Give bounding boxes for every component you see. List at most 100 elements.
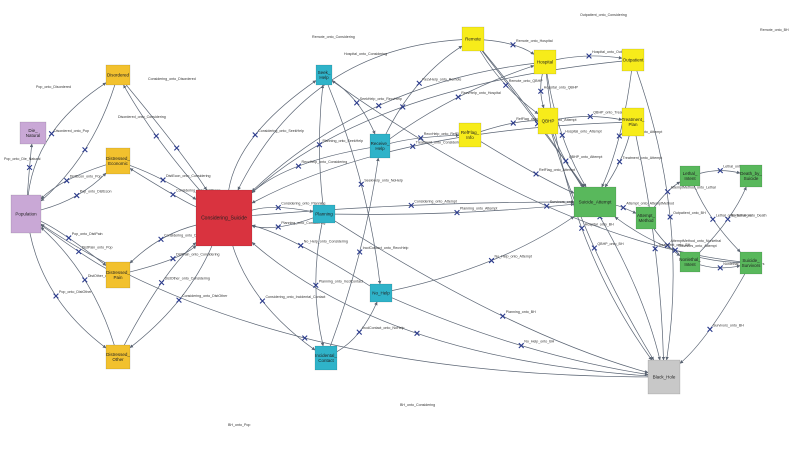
stock-black-hole[interactable]: Black_Hole: [647, 359, 681, 395]
valve-icon[interactable]: [543, 203, 550, 209]
valve-icon[interactable]: [616, 158, 623, 165]
valve-icon[interactable]: [409, 143, 416, 150]
flow-arrow-incdcontact-onto-recvhelp: [330, 157, 380, 347]
valve-icon[interactable]: [510, 120, 517, 126]
stock-planning[interactable]: Planning: [312, 204, 336, 224]
valve-icon[interactable]: [710, 216, 716, 223]
stock-lethal-intent[interactable]: Lethal_Intent: [679, 165, 701, 187]
valve-icon[interactable]: [510, 42, 516, 48]
valve-icon[interactable]: [275, 224, 282, 230]
stock-referral-info[interactable]: RefFlag_Info: [458, 122, 482, 148]
valve-icon[interactable]: [316, 141, 323, 148]
valve-icon[interactable]: [488, 257, 495, 264]
valve-icon[interactable]: [707, 326, 713, 333]
valve-icon[interactable]: [416, 80, 423, 87]
valve-icon[interactable]: [295, 163, 302, 169]
stock-nonlethal-intent[interactable]: Nonlethal_Intent: [679, 251, 701, 273]
stock-no-help[interactable]: No_Help: [369, 283, 393, 303]
valve-icon[interactable]: [301, 335, 308, 341]
valve-icon[interactable]: [353, 100, 360, 106]
valve-icon[interactable]: [664, 242, 671, 248]
valve-icon[interactable]: [82, 277, 88, 283]
flow-label-nonlethal-onto-death: Nonlethal_onto_Death: [731, 213, 767, 217]
stock-qbhp[interactable]: QBHP: [537, 107, 559, 135]
stock-attempt-method[interactable]: Attempt_Method: [635, 206, 657, 230]
stock-considering-suicide[interactable]: Considering_Suicide: [195, 189, 253, 247]
valve-icon[interactable]: [563, 158, 569, 164]
stock-remote[interactable]: Remote: [461, 26, 485, 52]
valve-icon[interactable]: [170, 191, 176, 198]
valve-icon[interactable]: [620, 204, 627, 211]
stock-suicide-survivors[interactable]: Suicide_Survivors: [739, 251, 763, 275]
valve-icon[interactable]: [259, 298, 266, 304]
flow-label-hospital-onto-qbhp: Hospital_onto_QBHP: [544, 85, 579, 89]
valve-icon[interactable]: [591, 245, 598, 251]
valve-icon[interactable]: [356, 329, 363, 335]
valve-icon[interactable]: [518, 342, 525, 349]
valve-icon[interactable]: [48, 130, 55, 137]
valve-icon[interactable]: [717, 167, 724, 174]
stock-distressed-pain[interactable]: Distressed_Pain: [105, 261, 130, 289]
valve-icon[interactable]: [176, 297, 182, 303]
stock-population[interactable]: Population: [10, 194, 42, 234]
valve-icon[interactable]: [586, 53, 592, 59]
valve-icon[interactable]: [173, 145, 180, 151]
stock-distressed-other[interactable]: Distressed_Other: [105, 344, 130, 370]
valve-icon[interactable]: [455, 94, 462, 100]
flow-label-bh-onto-pop: BH_onto_Pop: [228, 423, 250, 427]
valve-icon[interactable]: [275, 204, 282, 211]
stock-suicide-attempt[interactable]: Suicide_Attempt: [573, 186, 617, 218]
valve-icon[interactable]: [75, 248, 82, 255]
stock-outpatient[interactable]: Outpatient: [621, 48, 645, 72]
valve-icon[interactable]: [53, 293, 59, 299]
valve-icon[interactable]: [417, 135, 424, 141]
valve-icon[interactable]: [158, 279, 165, 286]
valve-icon[interactable]: [375, 102, 382, 109]
valve-icon[interactable]: [358, 181, 365, 188]
flow-label-qbhp-onto-bh: QBHP_onto_BH: [597, 242, 624, 246]
valve-icon[interactable]: [408, 202, 415, 209]
valve-icon[interactable]: [82, 146, 88, 153]
stock-hospital[interactable]: Hospital: [533, 49, 557, 75]
valve-icon[interactable]: [160, 177, 166, 183]
valve-icon[interactable]: [170, 255, 176, 262]
stock-disordered[interactable]: Disordered: [105, 64, 131, 86]
flow-label-no-help-onto-considering: No_Help_onto_Considering: [304, 240, 348, 244]
valve-icon[interactable]: [578, 225, 585, 232]
valve-icon[interactable]: [153, 133, 160, 139]
stock-death-by-suicide[interactable]: Death_by_Suicide: [739, 164, 762, 188]
flow-label-treatment-onto-bh: Treatment_onto_BH: [658, 243, 691, 247]
stock-seek-help[interactable]: Seek_Help: [315, 64, 333, 86]
valve-icon[interactable]: [538, 88, 544, 95]
valve-icon[interactable]: [616, 133, 623, 139]
valve-icon[interactable]: [252, 132, 258, 138]
valve-icon[interactable]: [559, 132, 566, 139]
valve-icon[interactable]: [158, 236, 164, 243]
stock-incidental-contact[interactable]: Incidental_Contact: [314, 345, 337, 371]
valve-icon[interactable]: [672, 247, 679, 253]
valve-icon[interactable]: [63, 177, 70, 184]
valve-icon[interactable]: [356, 249, 363, 255]
valve-icon[interactable]: [503, 82, 509, 88]
stock-label: Distressed_Pain: [106, 270, 130, 280]
valve-icon[interactable]: [73, 192, 80, 199]
valve-icon[interactable]: [724, 216, 731, 223]
valve-icon[interactable]: [399, 104, 406, 110]
stock-die-natural[interactable]: Die_Natural: [19, 121, 47, 145]
valve-icon[interactable]: [664, 188, 671, 195]
valve-icon[interactable]: [65, 235, 72, 241]
valve-icon[interactable]: [313, 282, 319, 289]
valve-icon[interactable]: [533, 171, 539, 177]
valve-icon[interactable]: [717, 265, 724, 271]
valve-icon[interactable]: [499, 313, 506, 319]
valve-icon[interactable]: [26, 164, 33, 171]
valve-icon[interactable]: [587, 113, 594, 120]
stock-distressed-economic[interactable]: Distressed_Economic: [105, 147, 130, 175]
stock-treatment-plan[interactable]: Treatment_Plan: [622, 107, 645, 137]
valve-icon[interactable]: [652, 245, 658, 252]
valve-icon[interactable]: [414, 330, 420, 337]
valve-icon[interactable]: [667, 214, 673, 220]
valve-icon[interactable]: [454, 209, 460, 216]
valve-icon[interactable]: [297, 242, 304, 249]
stock-receive-help[interactable]: Receive_Help: [369, 133, 391, 159]
